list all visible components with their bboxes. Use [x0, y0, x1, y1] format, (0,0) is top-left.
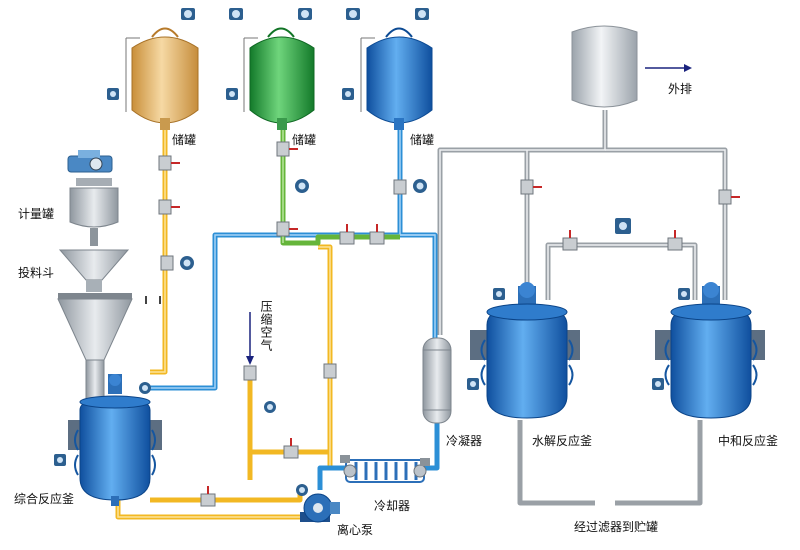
gauge-icon	[264, 401, 276, 413]
compressed-air-label: 压缩空气	[259, 300, 273, 352]
gauge-icon	[54, 454, 66, 466]
cooler-to-pump	[317, 465, 345, 490]
gray-pipes-inner	[439, 110, 726, 335]
valve	[200, 486, 216, 507]
gauge-icon	[467, 378, 479, 390]
valve	[158, 199, 180, 215]
gauge-icon	[298, 8, 312, 20]
gauge-icon	[342, 88, 354, 100]
exhaust-arrow	[645, 64, 692, 72]
gauge-icon	[107, 88, 119, 100]
neutralization-reactor	[655, 282, 765, 419]
storage-tank-green	[243, 27, 315, 130]
gauge-icon	[226, 88, 238, 100]
gauge-icon	[678, 288, 690, 300]
valve	[369, 224, 385, 245]
valve	[323, 363, 337, 379]
gauge-icon	[296, 484, 308, 496]
tank-label-green: 储罐	[292, 133, 317, 147]
gauge-icon	[413, 179, 427, 193]
pump-label: 离心泵	[337, 523, 374, 537]
gauge-icon	[346, 8, 360, 20]
metering-tank	[69, 178, 119, 246]
valves	[158, 141, 740, 507]
valve	[158, 155, 180, 171]
valve	[667, 230, 683, 251]
blue-pipes-inner	[150, 128, 436, 389]
main-reactor	[68, 374, 162, 506]
gauge-icon	[493, 288, 505, 300]
valve	[393, 179, 407, 195]
valve	[339, 224, 355, 245]
condenser-label: 冷凝器	[446, 434, 483, 448]
cooler	[343, 459, 427, 483]
gauge-icon	[180, 256, 194, 270]
hopper-label: 投料斗	[18, 266, 55, 280]
cooler-label: 冷却器	[374, 499, 411, 513]
valve	[520, 179, 542, 195]
valve	[160, 255, 174, 271]
storage-tank-gold	[125, 27, 199, 130]
valve	[276, 221, 298, 237]
exhaust-label: 外排	[668, 82, 693, 96]
gauge-icon	[181, 8, 195, 20]
compressed-air-arrow	[246, 312, 254, 365]
gauge-icon	[415, 8, 429, 20]
gauge-icon	[615, 218, 631, 234]
valve	[283, 438, 299, 459]
reactor-link-pipe	[545, 242, 698, 300]
centrifugal-pump	[300, 493, 340, 523]
sensor-icon	[420, 458, 430, 466]
valve	[276, 141, 298, 157]
condenser	[422, 337, 452, 424]
filter-note-label: 经过滤器到贮罐	[574, 520, 659, 534]
valve	[718, 189, 740, 205]
filter-out-left	[517, 420, 595, 506]
metering-pump-unit	[67, 150, 113, 173]
neutralization-reactor-label: 中和反应釜	[718, 434, 779, 448]
metering-tank-label: 计量罐	[18, 207, 55, 221]
blue-header	[150, 232, 435, 391]
valve	[562, 230, 578, 251]
hydrolysis-reactor-label: 水解反应釜	[532, 434, 593, 448]
gauge-icon	[229, 8, 243, 20]
discharge-line	[150, 490, 303, 503]
gauge-icon	[139, 382, 151, 394]
hopper	[58, 249, 130, 292]
tank-label-blue: 储罐	[410, 133, 435, 147]
valve	[243, 365, 257, 381]
pump-return-line	[318, 244, 333, 470]
main-reactor-label: 综合反应釜	[14, 492, 75, 506]
hydrolysis-reactor	[470, 282, 580, 419]
tank-label-gold: 储罐	[172, 133, 197, 147]
exhaust-tank	[571, 25, 638, 108]
gauge-icon	[295, 179, 309, 193]
instruments	[54, 8, 690, 496]
sensor-icon	[340, 455, 350, 463]
filter-out-right	[615, 420, 703, 506]
storage-tank-blue	[360, 27, 433, 130]
gauge-icon	[652, 378, 664, 390]
